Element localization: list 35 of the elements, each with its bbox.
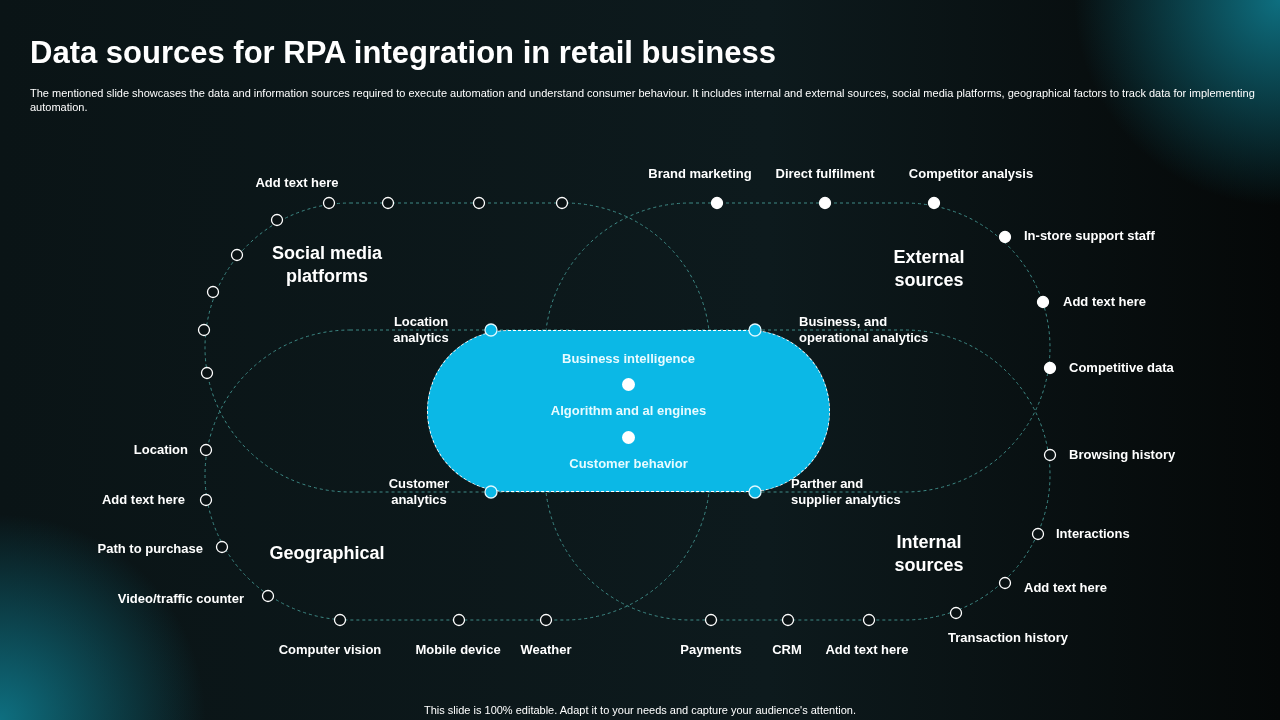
group-heading: Geographical — [268, 541, 386, 565]
group-heading: External sources — [892, 246, 966, 292]
point-label: Add text here — [255, 175, 339, 191]
point-label: In-store support staff — [1024, 228, 1155, 244]
point-label: Browsing history — [1069, 447, 1176, 463]
point-label: Payments — [680, 642, 742, 658]
point-label: Customer analytics — [387, 476, 451, 508]
footer-note: This slide is 100% editable. Adapt it to your needs and capture your audience's attention. — [424, 703, 856, 718]
point-label: Business, and operational analytics — [799, 314, 930, 346]
slide-title: Data sources for RPA integration in retail business — [30, 34, 776, 72]
description-text: The mentioned slide showcases the data and information sources required to execute automation and understand consumer behaviour. It includes internal and external sources, social media platforms, geographical factors to track data for implementing automation. — [30, 86, 1255, 114]
point-label: Direct fulfilment — [775, 166, 875, 182]
point-label: Brand marketing — [648, 166, 752, 182]
point-label: Interactions — [1056, 526, 1130, 542]
point-label: Transaction history — [948, 630, 1068, 646]
point-label: Computer vision — [278, 642, 382, 658]
pill-text: Algorithm and al engines — [550, 402, 707, 421]
point-label: Competitive data — [1069, 360, 1174, 376]
group-heading: Internal sources — [893, 531, 965, 577]
point-label: Video/traffic counter — [117, 591, 244, 607]
group-heading: Social media platforms — [270, 242, 384, 288]
point-label: Parther and supplier analytics — [791, 476, 902, 508]
point-label: Add text here — [1024, 580, 1108, 596]
point-label: Add text here — [101, 492, 185, 508]
point-label: Location — [133, 442, 188, 458]
point-label: CRM — [772, 642, 802, 658]
pill-text: Customer behavior — [569, 454, 688, 473]
point-label: Location analytics — [392, 314, 450, 346]
point-label: Add text here — [1063, 294, 1147, 310]
point-label: Competitor analysis — [908, 166, 1034, 182]
pill-text: Business intelligence — [562, 349, 695, 368]
point-label: Path to purchase — [97, 541, 203, 557]
point-label: Mobile device — [415, 642, 501, 658]
point-label: Add text here — [825, 642, 909, 658]
point-label: Weather — [520, 642, 572, 658]
